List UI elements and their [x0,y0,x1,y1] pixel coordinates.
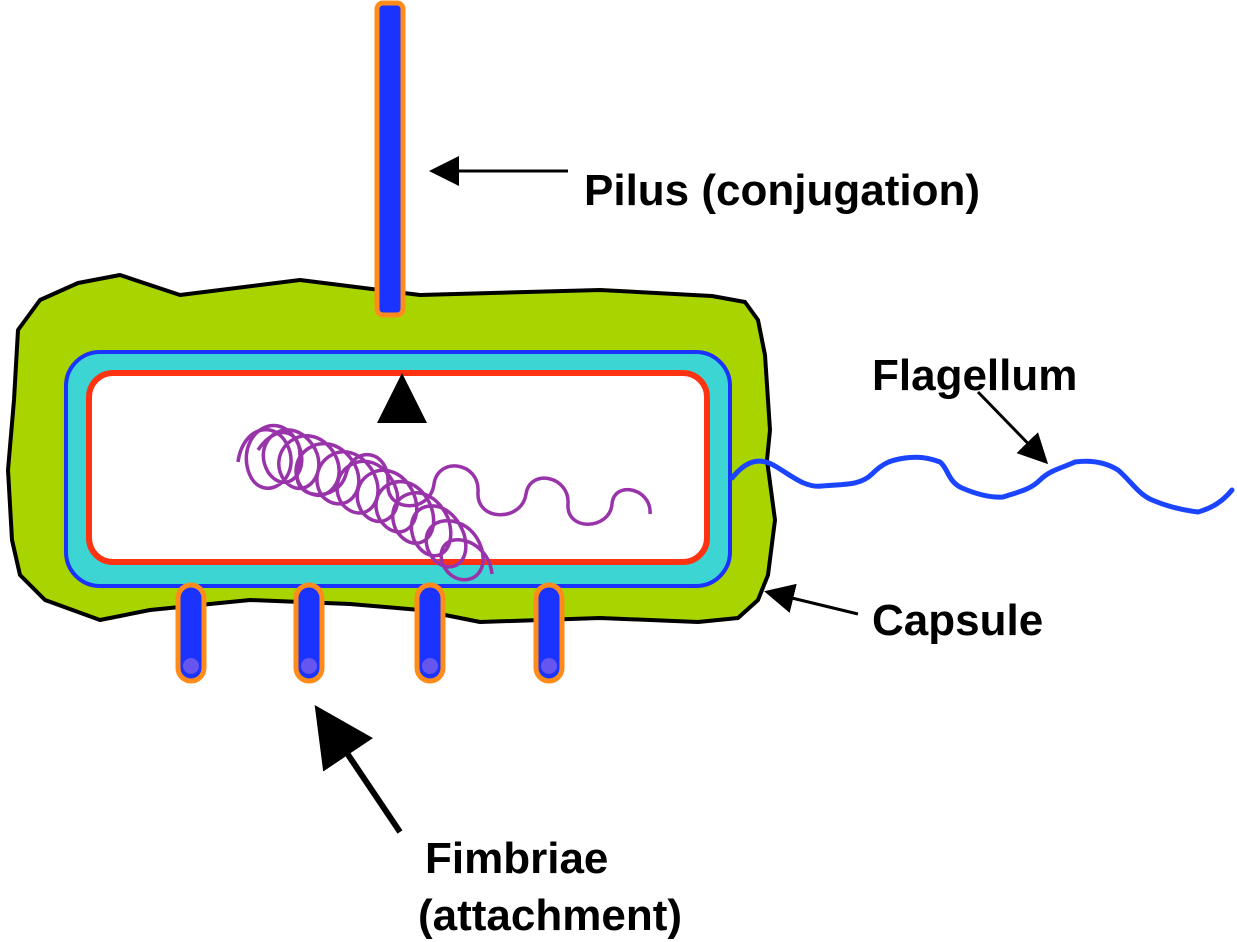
fimbria-tip [422,658,438,674]
fimbria-tip [301,658,317,674]
fimbriae-label: Fimbriae [425,834,608,883]
fimbriae-sublabel: (attachment) [418,891,682,940]
fimbria-tip [541,658,557,674]
capsule-arrow [767,592,858,614]
fimbriae-arrow [318,710,400,832]
flagellum [732,457,1232,512]
flagellum-label: Flagellum [872,351,1077,400]
pilus-label: Pilus (conjugation) [584,166,980,215]
pilus [377,3,403,315]
fimbria-tip [183,658,199,674]
capsule-label: Capsule [872,596,1043,645]
flagellum-arrow [978,392,1046,462]
